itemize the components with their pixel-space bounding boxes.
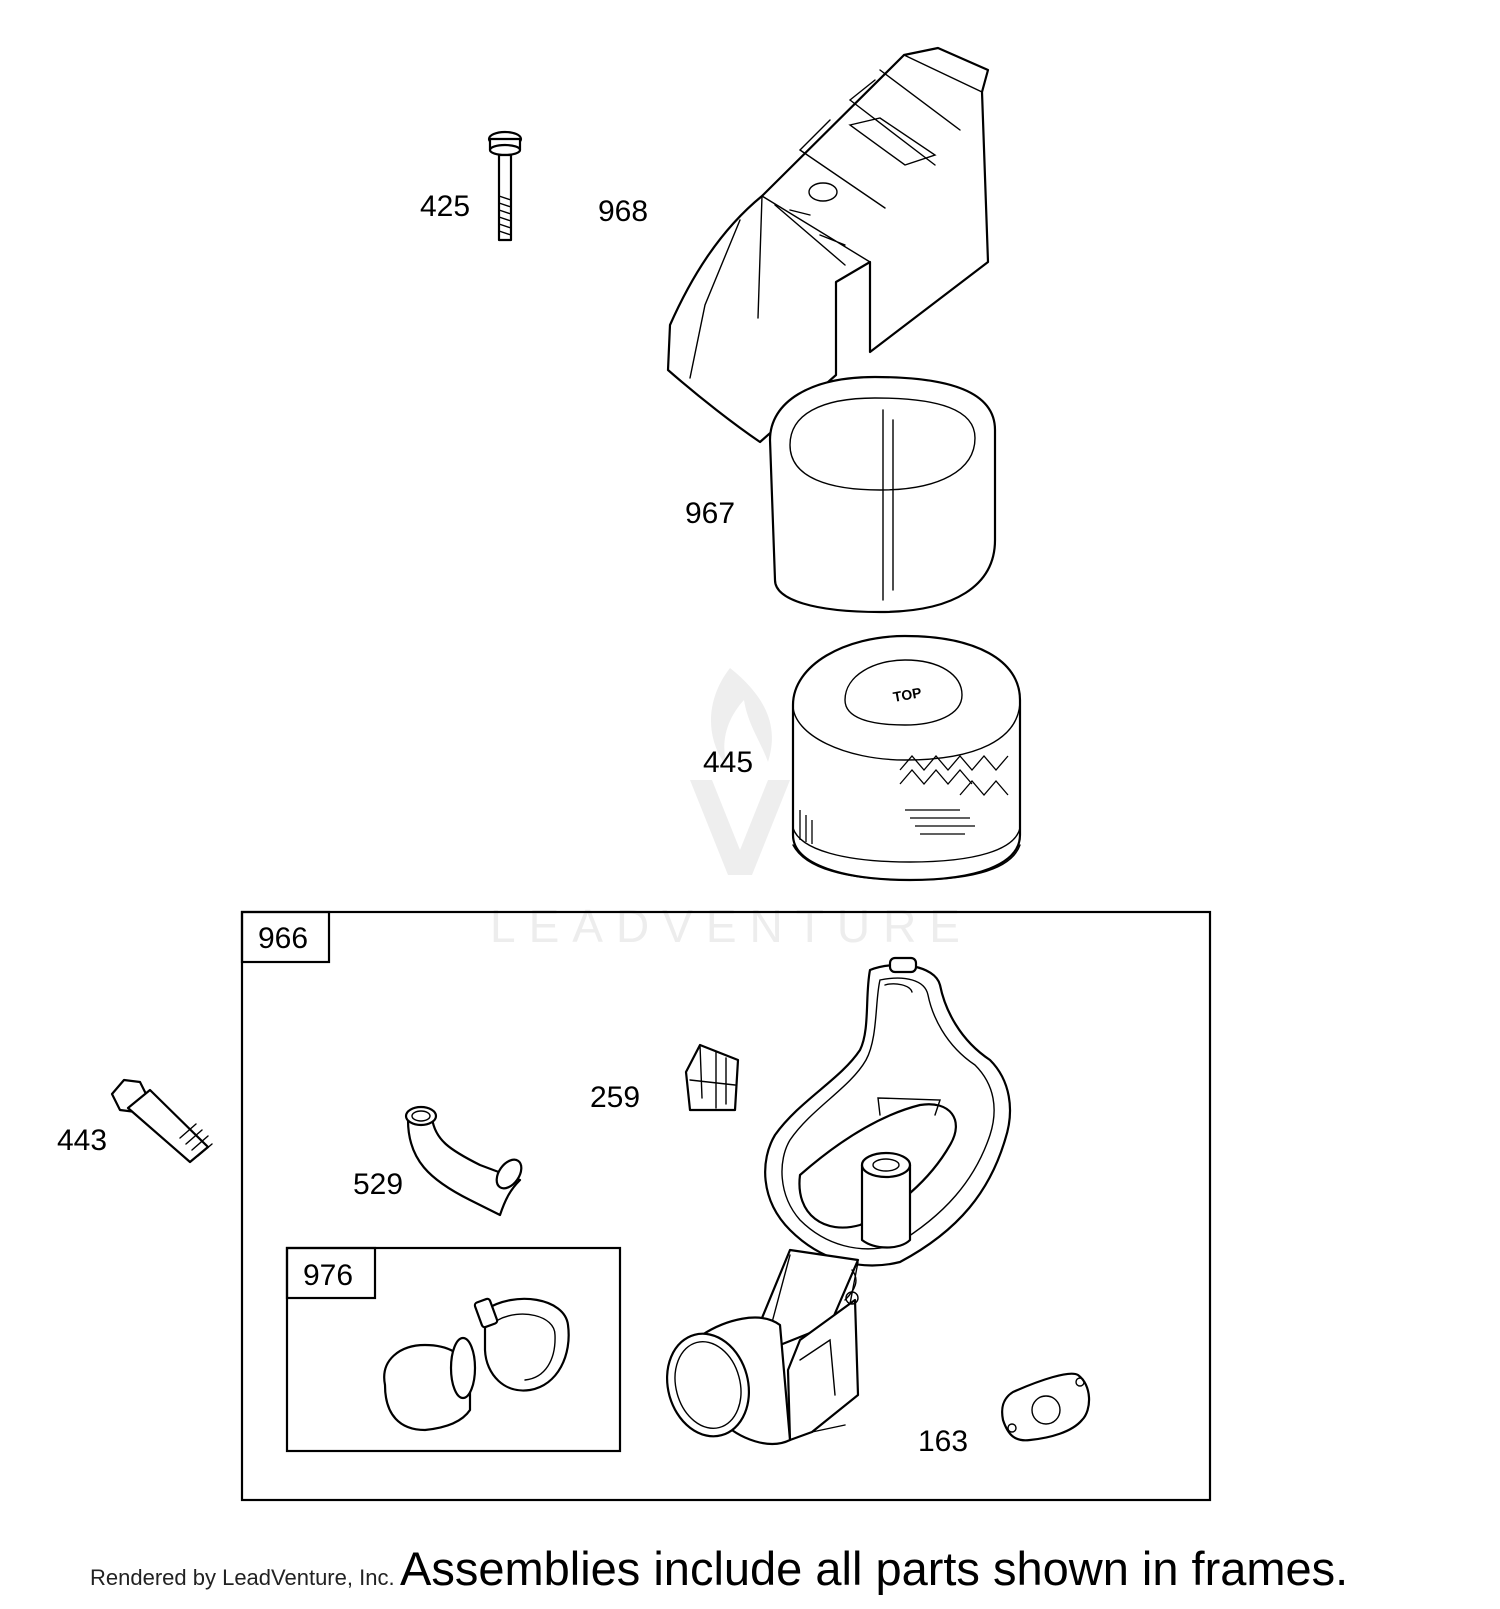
callout-529: 529 — [353, 1168, 403, 1201]
callout-445: 445 — [703, 746, 753, 779]
callout-968: 968 — [598, 195, 648, 228]
part-976-filter-element[interactable] — [383, 1336, 477, 1432]
part-445-air-filter-cartridge[interactable]: TOP — [791, 634, 1022, 882]
callout-259: 259 — [590, 1081, 640, 1114]
callout-967: 967 — [685, 497, 735, 530]
callout-966: 966 — [258, 922, 308, 955]
part-976-clamp[interactable] — [473, 1297, 570, 1392]
rendered-by-stamp: Rendered by LeadVenture, Inc. — [90, 1565, 395, 1590]
part-air-cleaner-base[interactable] — [656, 956, 1012, 1446]
filter-top-marking: TOP — [892, 684, 923, 705]
part-259-clip[interactable] — [684, 1043, 740, 1112]
assembly-frame-966 — [240, 910, 1212, 1502]
filter-pleat-marks — [799, 755, 1009, 844]
callout-443: 443 — [57, 1124, 107, 1157]
callout-425: 425 — [420, 190, 470, 223]
watermark-text: LEADVENTURE — [490, 900, 973, 952]
callout-976: 976 — [303, 1259, 353, 1292]
part-529-elbow-tube[interactable] — [404, 1105, 526, 1217]
part-425-screw[interactable] — [487, 130, 523, 242]
assembly-frame-976 — [285, 1246, 622, 1453]
assemblies-note: Assemblies include all parts shown in fr… — [400, 1542, 1348, 1595]
part-967-pre-cleaner[interactable] — [768, 375, 997, 614]
part-443-bolt[interactable] — [110, 1078, 213, 1164]
callout-163: 163 — [918, 1425, 968, 1458]
leadventure-logo-watermark — [690, 668, 790, 875]
part-163-gasket[interactable] — [1001, 1372, 1091, 1442]
part-968-air-cleaner-cover[interactable] — [666, 46, 990, 444]
